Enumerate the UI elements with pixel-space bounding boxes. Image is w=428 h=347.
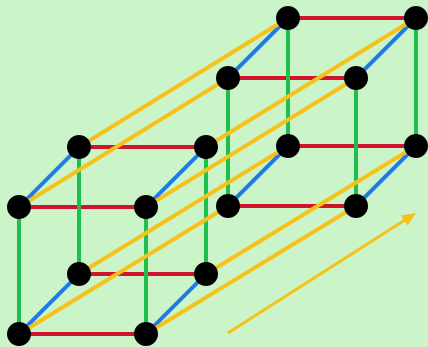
vertex-node bbox=[216, 66, 240, 90]
blue-edge bbox=[354, 144, 418, 208]
blue-edge bbox=[226, 144, 290, 208]
yellow-edge bbox=[17, 76, 230, 209]
yellow-edge bbox=[77, 16, 290, 149]
nodes bbox=[7, 6, 428, 346]
yellow-edge bbox=[144, 76, 358, 209]
yellow-edge bbox=[77, 144, 290, 276]
blue-edge bbox=[144, 272, 208, 336]
yellow-edge bbox=[204, 144, 418, 276]
blue-edge bbox=[354, 16, 418, 80]
direction-arrow-head bbox=[400, 213, 416, 226]
yellow-edge bbox=[204, 16, 418, 149]
vertex-node bbox=[194, 262, 218, 286]
edges bbox=[17, 16, 418, 336]
vertex-node bbox=[276, 6, 300, 30]
direction-arrow-shaft bbox=[227, 216, 409, 335]
blue-edge bbox=[17, 145, 81, 209]
vertex-node bbox=[67, 262, 91, 286]
blue-edge bbox=[144, 145, 208, 209]
vertex-node bbox=[134, 322, 158, 346]
vertex-node bbox=[344, 66, 368, 90]
vertex-node bbox=[344, 194, 368, 218]
yellow-edge bbox=[144, 204, 358, 336]
vertex-node bbox=[216, 194, 240, 218]
vertex-node bbox=[7, 322, 31, 346]
yellow-edge bbox=[17, 204, 230, 336]
vertex-node bbox=[404, 6, 428, 30]
vertex-node bbox=[134, 195, 158, 219]
blue-edge bbox=[17, 272, 81, 336]
blue-edge bbox=[226, 16, 290, 80]
vertex-node bbox=[276, 134, 300, 158]
vertex-node bbox=[404, 134, 428, 158]
vertex-node bbox=[7, 195, 31, 219]
vertex-node bbox=[67, 135, 91, 159]
vertex-node bbox=[194, 135, 218, 159]
